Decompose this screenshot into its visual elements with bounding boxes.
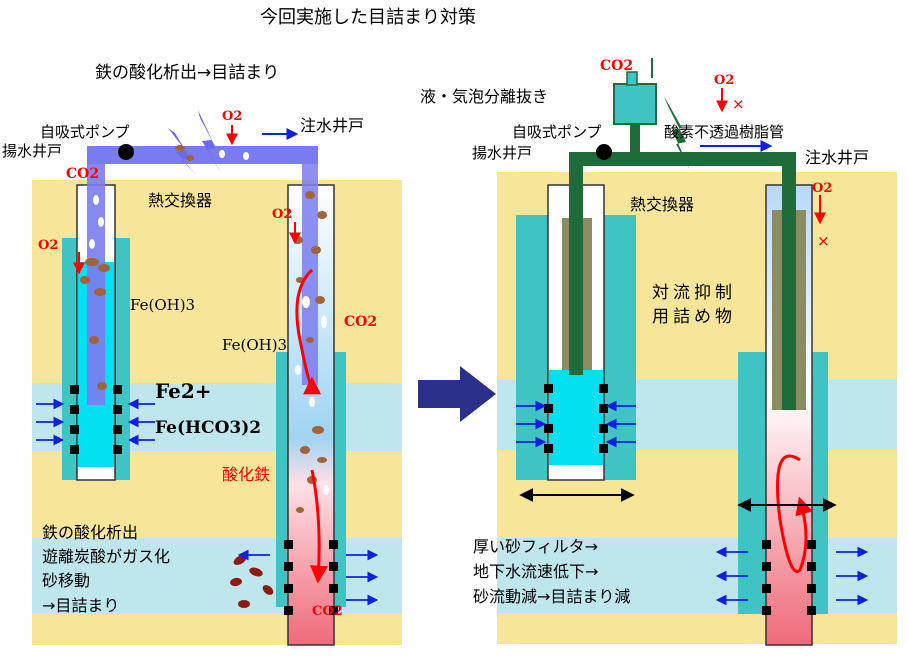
left-pump-label: 自吸式ポンプ (40, 123, 130, 141)
left-inject-screen (284, 540, 338, 615)
right-inject-pipe (782, 160, 796, 410)
left-o2-label-a: O2 (222, 109, 242, 124)
left-o2-label-c: O2 (272, 207, 292, 222)
left-panel: 鉄の酸化析出→目詰まり 自吸式ポンプ 揚水井戸 注水井戸 熱交換器 CO2 O2… (2, 63, 402, 646)
left-note-4: →目詰まり (42, 596, 119, 615)
right-inject-well-label: 注水井戸 (805, 148, 869, 167)
left-pump-well-label: 揚水井戸 (2, 142, 62, 160)
right-pump-well-label: 揚水井戸 (472, 144, 532, 162)
left-heat-exchanger-icon (168, 110, 222, 175)
left-pump-icon (118, 144, 134, 160)
left-heat-exchanger-label: 熱交換器 (148, 191, 212, 210)
right-o2-label-a: O2 (714, 73, 734, 88)
left-convection-loop (295, 268, 321, 395)
page-title: 今回実施した目詰まり対策 (260, 7, 476, 28)
right-separator-label: 液・気泡分離抜き (420, 87, 548, 106)
right-panel: CO2 液・気泡分離抜き 自吸式ポンプ 揚水井戸 酸素不透過樹脂管 注水井戸 熱… (420, 58, 897, 646)
right-resin-pipe-label: 酸素不透過樹脂管 (664, 123, 784, 141)
right-convection-loop (776, 454, 813, 573)
right-aquifer-lower (497, 538, 897, 613)
left-feoh3-label-a: Fe(OH)3 (130, 296, 195, 314)
left-co2-label-a: CO2 (66, 166, 99, 182)
left-note-1: 鉄の酸化析出 (42, 523, 138, 542)
left-pump-screen (70, 385, 122, 454)
left-feoh3-label-b: Fe(OH)3 (222, 336, 287, 354)
left-surface-pipe (87, 146, 318, 164)
right-co2-top-label: CO2 (600, 58, 633, 74)
left-note-2: 遊離炭酸がガス化 (42, 547, 170, 566)
left-fe2-label: Fe2+ (155, 379, 212, 403)
left-note-3: 砂移動 (42, 571, 90, 590)
right-inflow-arrows (516, 400, 869, 606)
right-note-2: 地下水流速低下→ (473, 562, 598, 581)
left-inject-well-label: 注水井戸 (300, 116, 364, 135)
right-note-1: 厚い砂フィルタ→ (473, 537, 598, 556)
right-o2-label-b: O2 (812, 181, 832, 196)
big-arrow-icon (418, 366, 496, 422)
left-inflow-arrows (36, 398, 379, 606)
left-rust-particles (80, 145, 327, 513)
left-fehco3-label: Fe(HCO3)2 (155, 418, 261, 438)
right-pump-well-water (549, 370, 603, 465)
separator-stem (630, 124, 640, 154)
right-cross-b: × (817, 232, 830, 250)
right-pump-screen (544, 384, 608, 453)
right-note-3: 砂流動減→目詰まり減 (473, 587, 630, 606)
separator-vent (626, 71, 638, 86)
left-bubbles (89, 150, 329, 495)
left-co2-label-c: CO2 (312, 604, 343, 619)
left-iron-oxide-label: 酸化鉄 (222, 465, 270, 484)
right-inject-screen (762, 540, 816, 615)
right-convection-label-2: 用詰め物 (652, 307, 736, 327)
right-convection-label-1: 対流抑制 (652, 283, 736, 303)
left-convection-loop-lower (309, 469, 328, 584)
right-pump-icon (596, 144, 612, 160)
left-top-label: 鉄の酸化析出→目詰まり (95, 63, 279, 83)
right-pump-pipe (569, 160, 583, 375)
right-surface-pipe (569, 152, 796, 166)
lightning-icon (664, 96, 690, 170)
right-heat-exchanger-label: 熱交換器 (630, 195, 694, 214)
left-co2-label-b: CO2 (344, 314, 377, 330)
left-o2-label-b: O2 (38, 238, 58, 253)
right-pump-label: 自吸式ポンプ (512, 123, 602, 141)
separator-icon (613, 83, 657, 125)
right-cross-a: × (732, 95, 745, 113)
